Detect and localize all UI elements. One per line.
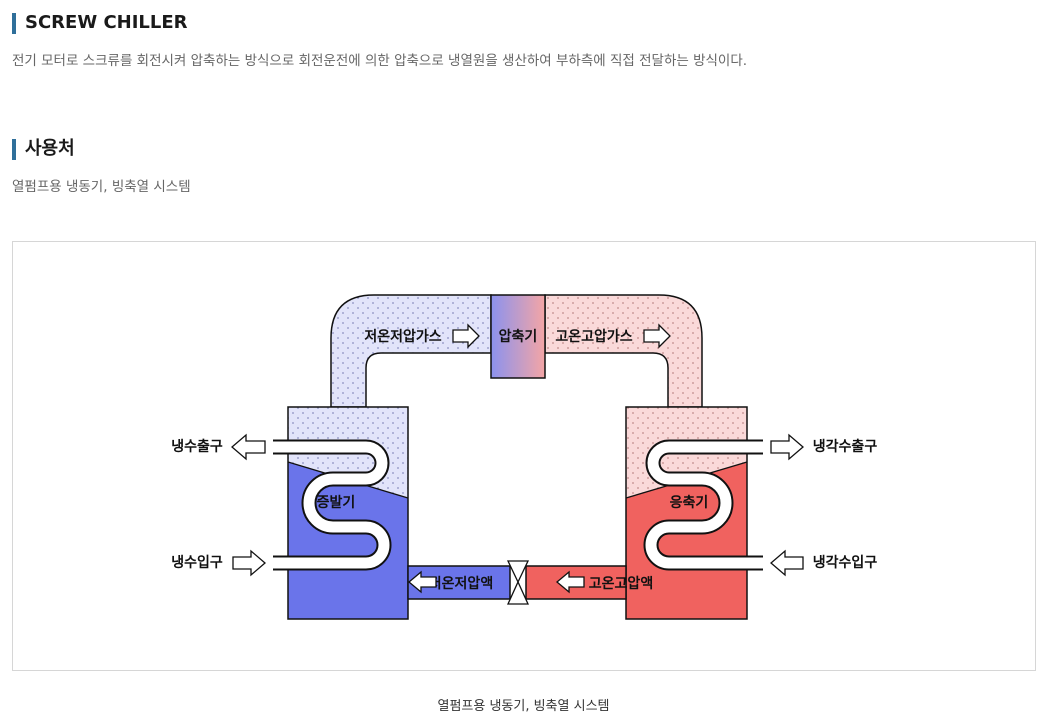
cooling-water-in-label: 냉각수입구 [813, 554, 878, 571]
usage-description: 열펌프용 냉동기, 빙축열 시스템 [12, 179, 191, 195]
low-liquid-label: 저온저압액 [429, 575, 493, 592]
chiller-cycle-svg: 압축기 저온저압가스 고온고압가스 증발기 응축기 [171, 294, 878, 620]
section-title-text: SCREW CHILLER [25, 12, 188, 33]
high-liquid-label: 고온고압액 [589, 575, 653, 592]
cold-water-in-arrow-icon [232, 549, 266, 577]
title-accent-bar [12, 138, 16, 160]
compressor-box [490, 294, 546, 379]
compressor-label: 압축기 [499, 329, 538, 345]
diagram-caption: 열펌프용 냉동기, 빙축열 시스템 [437, 699, 610, 714]
high-gas-label: 고온고압가스 [555, 329, 632, 345]
section-description: 전기 모터로 스크류를 회전시켜 압축하는 방식으로 회전운전에 의한 압축으로… [12, 53, 748, 69]
cooling-water-out-label: 냉각수출구 [813, 438, 878, 455]
evaporator-label: 증발기 [317, 494, 356, 511]
high-liquid-arrow-icon [555, 570, 585, 594]
expansion-valve-icon [506, 560, 530, 605]
cooling-water-out-arrow-icon [770, 433, 804, 461]
low-liquid-arrow-icon [407, 570, 437, 594]
low-gas-label: 저온저압가스 [364, 329, 441, 345]
high-gas-arrow-icon [643, 323, 671, 349]
high-gas-pipe [544, 294, 703, 408]
low-gas-arrow-icon [452, 323, 480, 349]
cold-water-out-arrow-icon [231, 433, 266, 461]
cooling-water-in-arrow-icon [770, 549, 804, 577]
chiller-diagram: 압축기 저온저압가스 고온고압가스 증발기 응축기 [12, 241, 1036, 671]
cold-water-out-label: 냉수출구 [171, 438, 223, 455]
section-title-usage: 사용처 [12, 138, 75, 160]
cold-water-in-label: 냉수입구 [171, 555, 223, 571]
low-gas-pipe [330, 294, 492, 408]
title-accent-bar [12, 12, 16, 34]
section-title-screw-chiller: SCREW CHILLER [12, 12, 188, 34]
condenser-label: 응축기 [670, 495, 709, 511]
section-title-text: 사용처 [25, 138, 75, 159]
